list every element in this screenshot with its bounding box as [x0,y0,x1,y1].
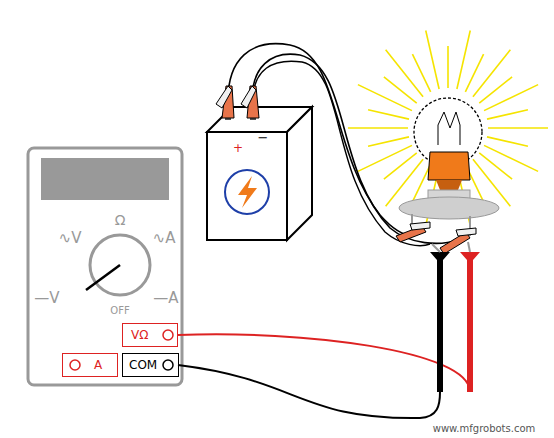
battery-emblem [225,170,269,214]
probe-red [460,252,480,392]
alligator-clip [410,222,430,230]
test-lead-black [178,365,440,418]
multimeter-body [28,148,182,385]
dial-label: —V [34,291,59,306]
jack [163,330,173,340]
filament [438,112,460,145]
light-ray [426,31,439,89]
display [41,158,169,200]
light-ray [386,50,423,97]
light-ray [358,145,412,171]
test-lead-red [178,334,470,392]
light-ray [484,145,538,171]
bulb-tip [436,180,462,190]
dial-label: OFF [110,306,129,316]
battery-side [287,107,312,240]
light-ray [487,137,528,146]
light-ray [484,85,538,111]
socket-base [399,197,499,219]
jack [163,360,173,370]
jack-label: A [94,358,102,372]
light-ray [487,110,528,119]
alligator-clip [456,228,476,236]
light-ray [368,110,409,119]
bulb-base [428,152,470,180]
probe-tip [432,244,440,252]
light-ray [348,127,408,129]
jack-label: COM [129,358,157,372]
battery-front [207,132,287,240]
jack-label-box: VΩ [122,323,178,347]
alligator-clip [241,86,256,108]
jack-label: VΩ [131,328,148,342]
jack-label-box: COM [122,353,179,377]
light-ray [384,77,417,103]
light-ray [457,31,470,89]
light-ray [479,153,512,179]
light-ray [412,54,430,92]
probe-black [430,252,450,392]
light-ray [368,137,409,146]
light-rays [348,31,548,226]
watermark: www.mfgrobots.com [433,424,536,434]
light-ray [473,50,510,97]
probe-tip [468,242,470,252]
jack-label-box: A [62,353,118,377]
jack [70,360,80,370]
dial-label: —A [153,291,178,306]
lightning [238,176,257,208]
light-ray [447,46,449,88]
polarity-mark: − [258,131,269,144]
dial-label: ∿A [153,231,176,246]
light-ray [358,85,412,111]
alligator-clip [216,86,232,108]
dial-label: ∿V [59,231,82,246]
light-ray [488,127,548,129]
dial-label: Ω [115,213,126,227]
dial-pointer [86,265,120,290]
polarity-mark: + [233,142,243,154]
